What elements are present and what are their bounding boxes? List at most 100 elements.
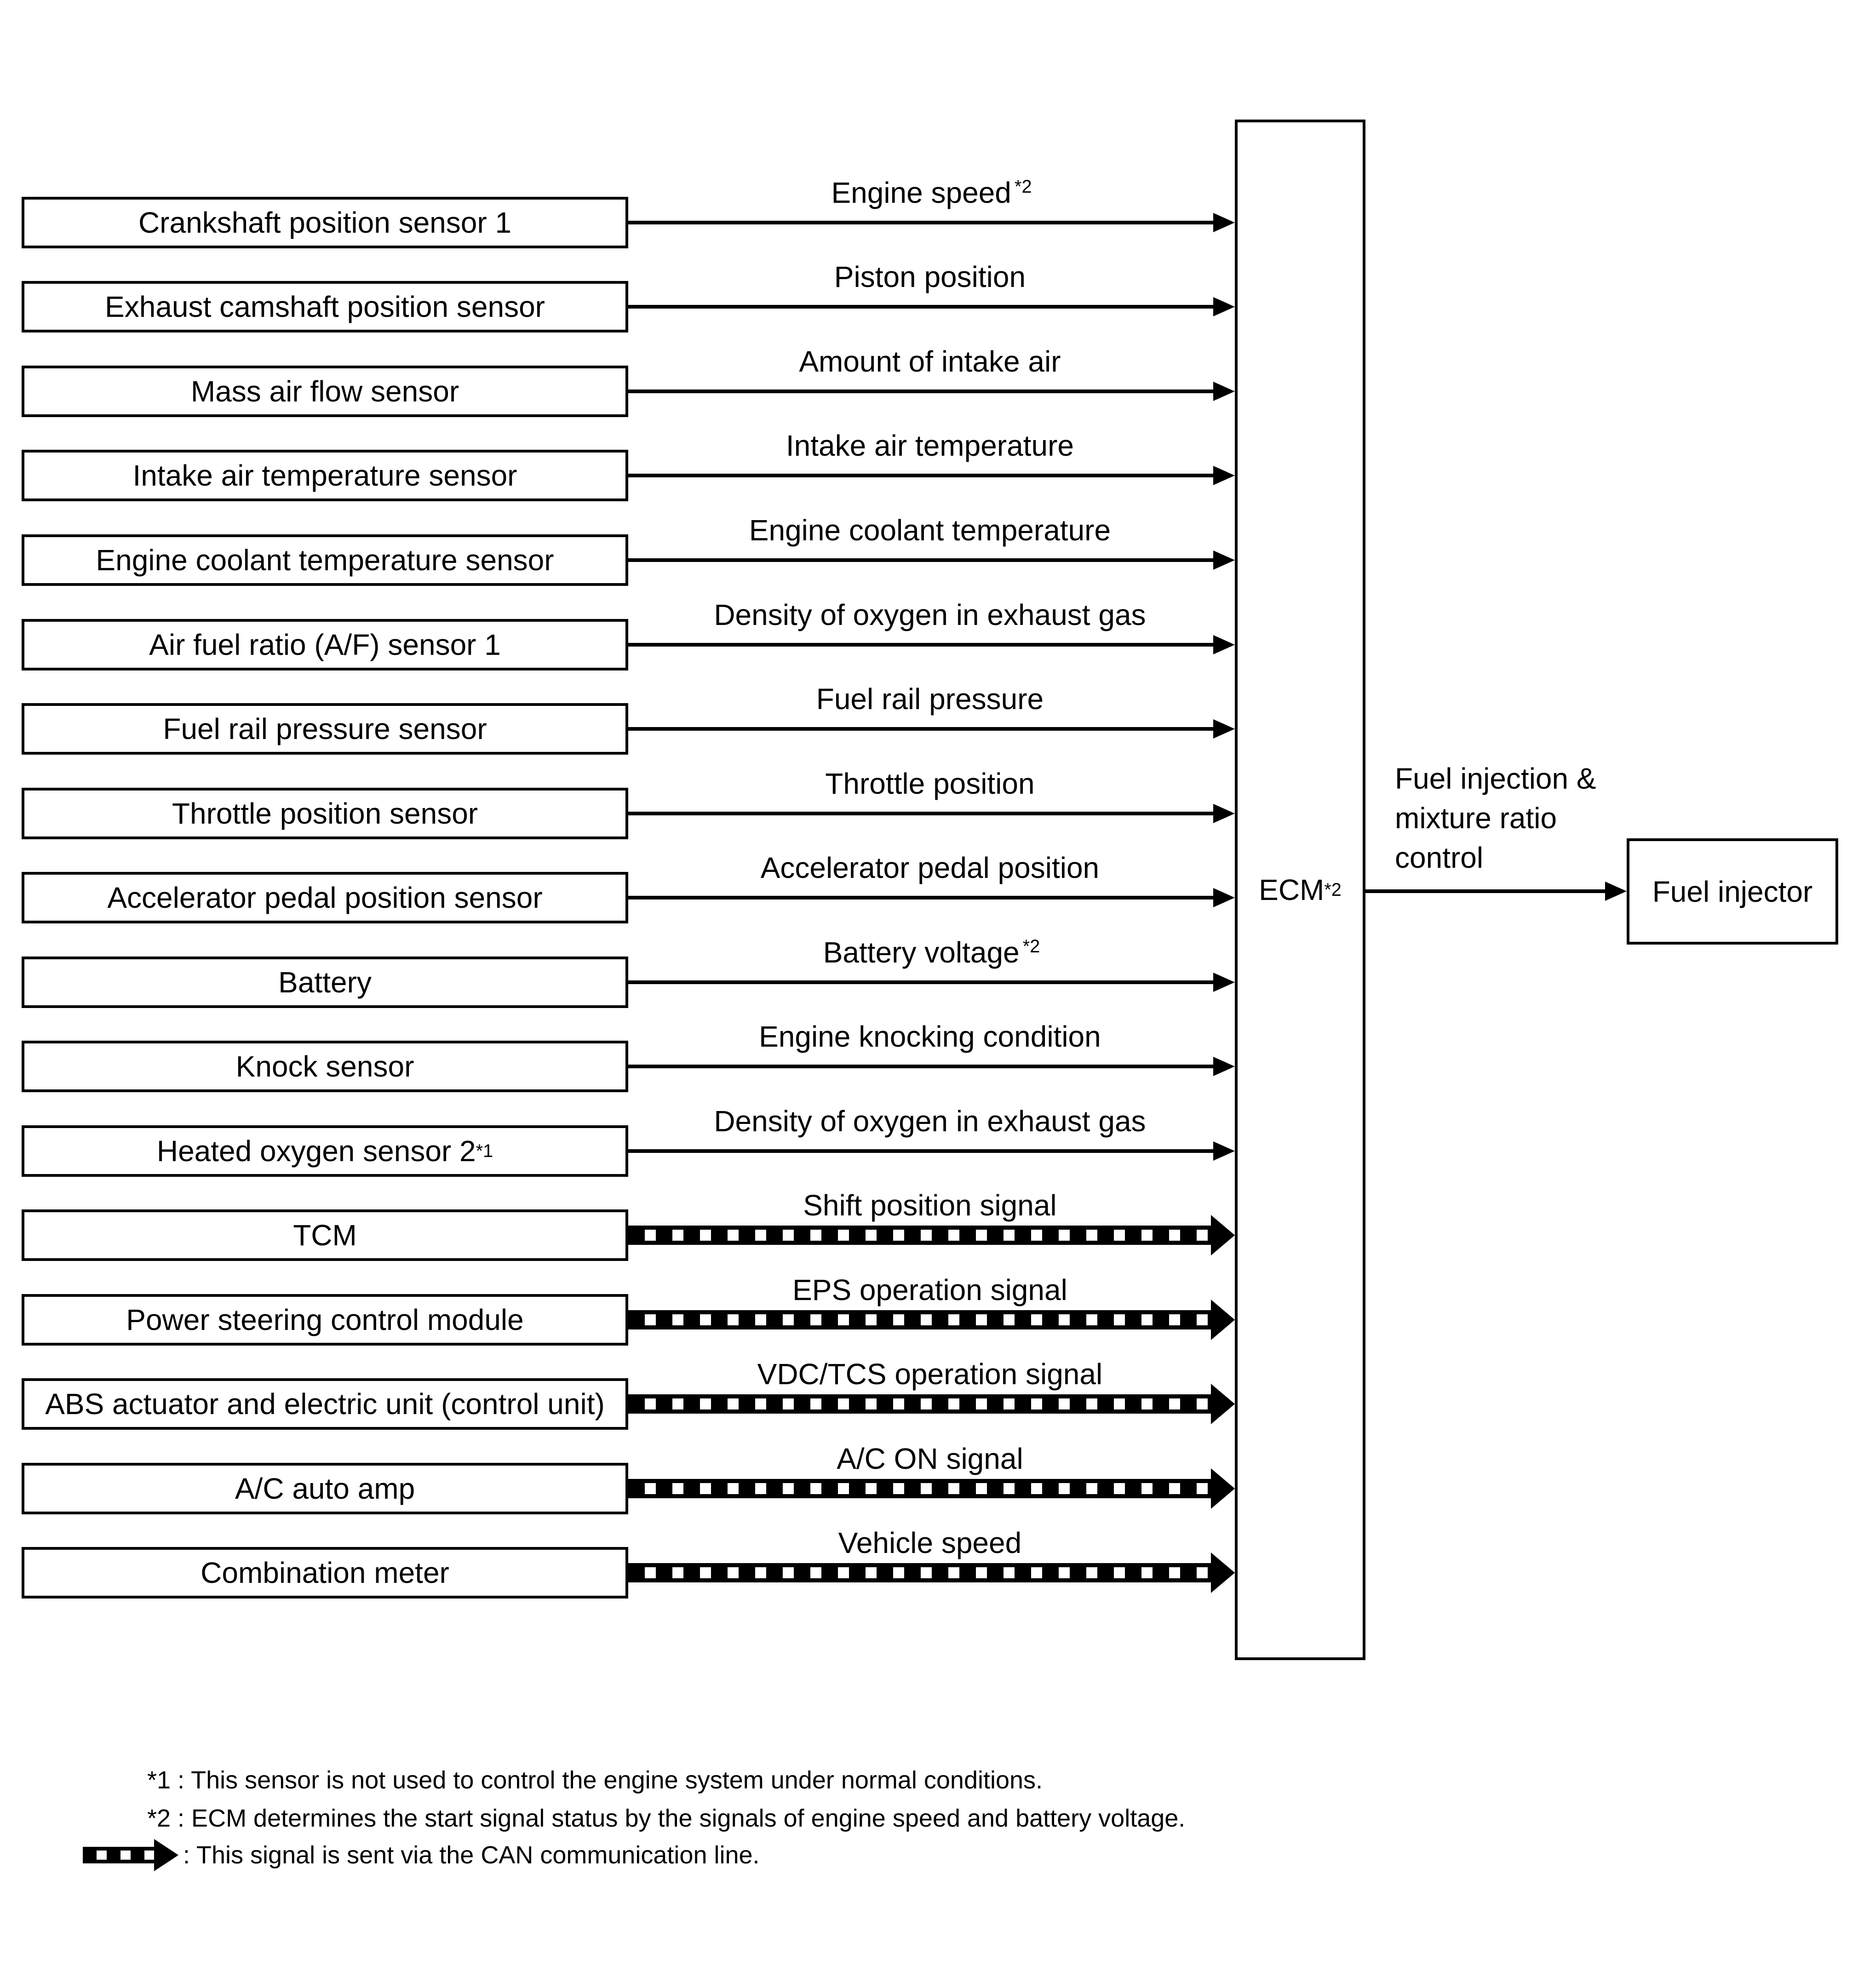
- signal-label: Density of oxygen in exhaust gas: [714, 598, 1146, 631]
- can-arrowhead-icon: [1211, 1553, 1235, 1593]
- signal-label: Shift position signal: [803, 1189, 1057, 1222]
- signal-arrow-line: [628, 558, 1213, 562]
- source-box-knock-sensor: Knock sensor: [22, 1041, 628, 1092]
- signal-label: Engine coolant temperature: [749, 514, 1111, 547]
- signal-arrow-line: [628, 812, 1213, 815]
- source-box-label: Heated oxygen sensor 2: [156, 1134, 476, 1168]
- arrowhead-icon: [1213, 635, 1235, 654]
- source-box-abs-actuator-and-electric-unit: ABS actuator and electric unit (control …: [22, 1378, 628, 1430]
- source-box-label: TCM: [293, 1219, 357, 1252]
- can-arrowhead-icon: [1211, 1300, 1235, 1340]
- signal-label: Piston position: [834, 260, 1026, 293]
- signal-label: Engine knocking condition: [759, 1020, 1101, 1053]
- can-signal-arrow-line: [628, 1310, 1211, 1329]
- can-signal-arrow-line: [628, 1394, 1211, 1414]
- signal-arrow-line: [628, 474, 1213, 477]
- source-box-label: Exhaust camshaft position sensor: [105, 290, 545, 323]
- signal-arrow-line: [628, 1149, 1213, 1153]
- signal-arrow-line: [628, 1065, 1213, 1068]
- can-arrow-icon: [83, 1847, 154, 1863]
- source-box-label: Mass air flow sensor: [190, 375, 459, 408]
- arrowhead-icon: [1213, 719, 1235, 739]
- arrowhead-icon: [1213, 382, 1235, 401]
- source-box-fuel-rail-pressure-sensor: Fuel rail pressure sensor: [22, 703, 628, 755]
- signal-arrow-line: [628, 305, 1213, 309]
- signal-label: Density of oxygen in exhaust gas: [714, 1105, 1146, 1138]
- arrowhead-icon: [1213, 804, 1235, 823]
- source-box-air-fuel-ratio-sensor-1: Air fuel ratio (A/F) sensor 1: [22, 619, 628, 670]
- source-box-heated-oxygen-sensor-2: Heated oxygen sensor 2*1: [22, 1125, 628, 1177]
- can-signal-arrow-line: [628, 1563, 1211, 1582]
- source-box-label: Intake air temperature sensor: [132, 459, 517, 492]
- output-arrow-line: [1365, 889, 1605, 893]
- fuel-injection-control-label: Fuel injection & mixture ratio control: [1395, 762, 1596, 874]
- source-box-throttle-position-sensor: Throttle position sensor: [22, 788, 628, 839]
- signal-label: VDC/TCS operation signal: [757, 1358, 1103, 1391]
- signal-label: Fuel rail pressure: [816, 682, 1044, 716]
- arrowhead-icon: [1605, 882, 1627, 901]
- source-box-mass-air-flow-sensor: Mass air flow sensor: [22, 366, 628, 417]
- source-box-label: Fuel rail pressure sensor: [163, 712, 487, 745]
- source-box-label: Accelerator pedal position sensor: [107, 881, 543, 914]
- fuel-injector-label: Fuel injector: [1652, 875, 1813, 908]
- arrowhead-icon: [1213, 973, 1235, 992]
- source-box-engine-coolant-temperature-sensor: Engine coolant temperature sensor: [22, 534, 628, 586]
- footnote-1: *1 : This sensor is not used to control …: [147, 1766, 1043, 1794]
- source-box-battery: Battery: [22, 957, 628, 1008]
- signal-label: Intake air temperature: [786, 429, 1074, 462]
- source-box-exhaust-camshaft-position-sensor: Exhaust camshaft position sensor: [22, 281, 628, 332]
- source-box-label: Crankshaft position sensor 1: [138, 206, 512, 239]
- source-box-label: Battery: [278, 966, 372, 999]
- source-box-crankshaft-position-sensor-1: Crankshaft position sensor 1: [22, 197, 628, 248]
- source-box-accelerator-pedal-position-sensor: Accelerator pedal position sensor: [22, 872, 628, 923]
- signal-arrow-line: [628, 643, 1213, 647]
- signal-label: Amount of intake air: [799, 345, 1061, 378]
- ecm-box: ECM*2: [1235, 120, 1365, 1660]
- can-legend-text: : This signal is sent via the CAN commun…: [183, 1841, 760, 1869]
- source-box-ac-auto-amp: A/C auto amp: [22, 1463, 628, 1514]
- can-signal-arrow-line: [628, 1226, 1211, 1245]
- signal-arrow-line: [628, 896, 1213, 899]
- source-box-tcm: TCM: [22, 1209, 628, 1261]
- signal-label: Battery voltage*2: [823, 936, 1040, 969]
- arrowhead-icon: [1213, 297, 1235, 316]
- signal-arrow-line: [628, 727, 1213, 731]
- footnote-can-legend: : This signal is sent via the CAN commun…: [0, 1837, 1858, 1873]
- signal-label: EPS operation signal: [792, 1273, 1067, 1306]
- signal-arrow-line: [628, 221, 1213, 224]
- source-box-combination-meter: Combination meter: [22, 1547, 628, 1598]
- can-arrowhead-icon: [1211, 1215, 1235, 1255]
- footnote-ref: *2: [1015, 176, 1032, 197]
- signal-label: Accelerator pedal position: [760, 851, 1100, 884]
- source-box-label: Engine coolant temperature sensor: [96, 544, 554, 577]
- signal-label: Throttle position: [825, 767, 1035, 800]
- arrowhead-icon: [1213, 550, 1235, 570]
- footnote-ref: *2: [1022, 936, 1040, 957]
- source-box-label: Throttle position sensor: [172, 797, 478, 830]
- source-box-label: A/C auto amp: [235, 1472, 415, 1505]
- source-box-label: ABS actuator and electric unit (control …: [45, 1387, 605, 1421]
- source-box-label: Knock sensor: [235, 1050, 414, 1083]
- can-arrowhead-icon: [1211, 1384, 1235, 1424]
- arrowhead-icon: [1213, 1057, 1235, 1076]
- can-signal-arrow-line: [628, 1479, 1211, 1498]
- can-arrowhead-icon: [1211, 1468, 1235, 1509]
- arrowhead-icon: [1213, 888, 1235, 907]
- source-box-intake-air-temperature-sensor: Intake air temperature sensor: [22, 450, 628, 501]
- signal-arrow-line: [628, 390, 1213, 393]
- source-box-label: Power steering control module: [126, 1303, 524, 1336]
- source-box-label: Air fuel ratio (A/F) sensor 1: [149, 628, 501, 661]
- arrowhead-icon: [1213, 1141, 1235, 1161]
- signal-arrow-line: [628, 980, 1213, 984]
- signal-label: Engine speed*2: [831, 176, 1032, 209]
- arrowhead-icon: [1213, 466, 1235, 485]
- ecm-label: ECM: [1259, 873, 1325, 906]
- fuel-injector-box: Fuel injector: [1627, 838, 1838, 945]
- source-box-label: Combination meter: [201, 1556, 449, 1589]
- signal-label: Vehicle speed: [838, 1526, 1022, 1559]
- signal-label: A/C ON signal: [837, 1442, 1023, 1475]
- arrowhead-icon: [1213, 213, 1235, 232]
- can-arrowhead-icon: [154, 1839, 178, 1871]
- source-box-power-steering-control-module: Power steering control module: [22, 1294, 628, 1346]
